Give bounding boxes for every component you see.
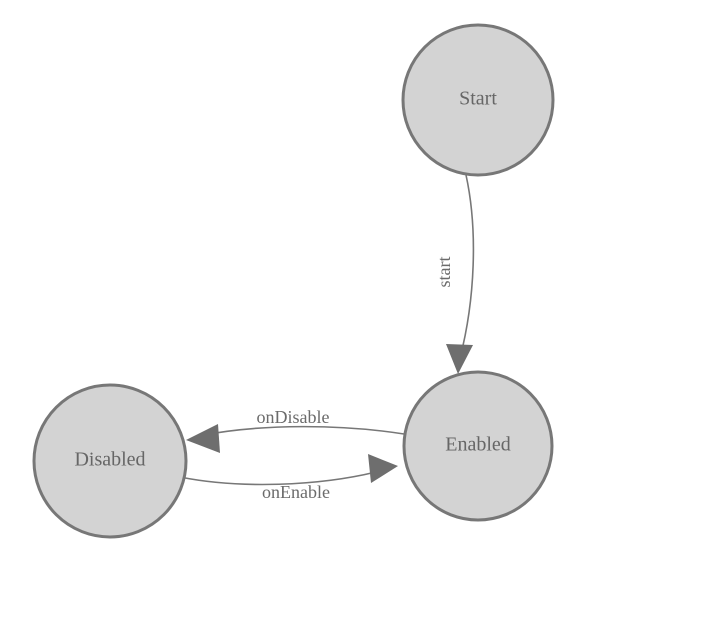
edge-disabled-to-enabled[interactable]: onEnable: [179, 454, 398, 502]
arrow-head-icon: [186, 424, 220, 453]
edge-line: [179, 471, 377, 486]
node-label-start: Start: [459, 88, 497, 110]
edge-line: [459, 174, 475, 359]
node-start[interactable]: Start: [401, 23, 555, 177]
node-shape: [402, 370, 554, 522]
arrow-head-icon: [446, 344, 473, 374]
arrow-head-icon: [368, 454, 398, 483]
node-enabled[interactable]: Enabled: [402, 370, 554, 522]
edge-enabled-to-disabled[interactable]: onDisable: [186, 407, 405, 453]
node-shape: [32, 383, 188, 539]
edge-label-start: start: [434, 257, 454, 288]
edge-label-on-disable: onDisable: [257, 407, 330, 427]
node-shape: [401, 23, 555, 177]
node-label-disabled: Disabled: [74, 449, 145, 471]
node-label-enabled: Enabled: [445, 434, 511, 456]
node-disabled[interactable]: Disabled: [32, 383, 188, 539]
edge-line: [203, 425, 405, 436]
edge-label-on-enable: onEnable: [262, 482, 330, 502]
edge-start-to-enabled[interactable]: start: [434, 174, 475, 374]
